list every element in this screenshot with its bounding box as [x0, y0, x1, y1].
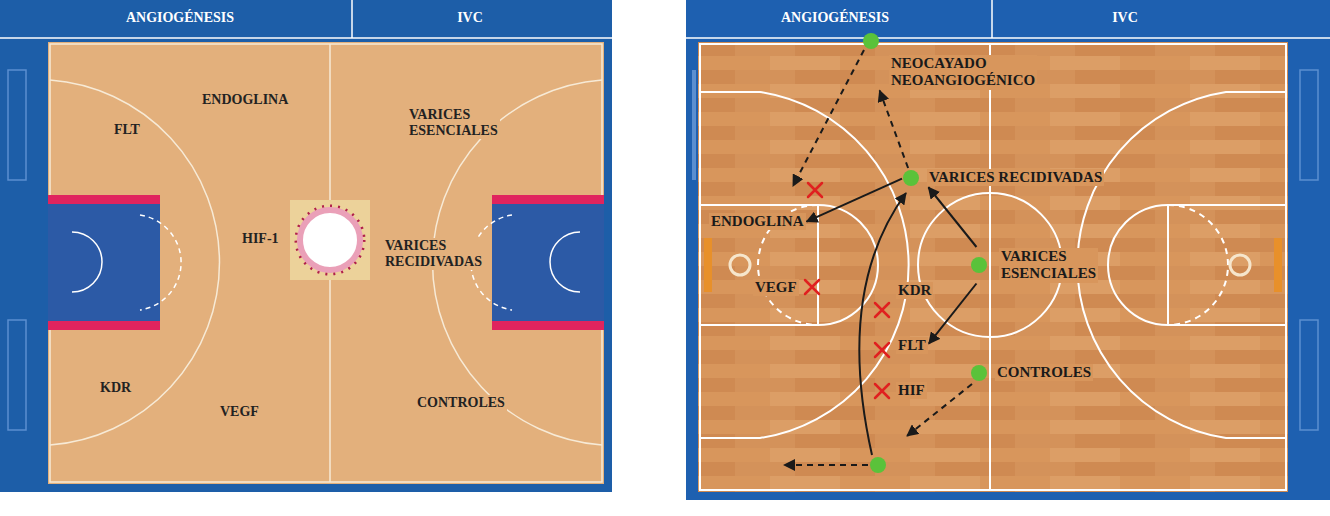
- court-drawing: [991, 0, 993, 38]
- court-drawing: [793, 50, 864, 186]
- court-drawing: [698, 42, 1288, 492]
- player-label: KDR: [896, 282, 933, 299]
- factor-marker: KDR: [895, 281, 934, 300]
- court-label: KDR: [98, 380, 133, 396]
- court-drawing: [730, 255, 750, 275]
- court-drawing: [808, 183, 822, 197]
- court-drawing: [48, 321, 160, 330]
- court-drawing: [1300, 70, 1318, 180]
- court-label: VARICES ESENCIALES: [407, 107, 500, 139]
- court-drawing: [296, 206, 364, 274]
- header-title: IVC: [457, 10, 483, 26]
- player-marker: VARICES RECIDIVADAS: [902, 168, 1105, 187]
- player-label: HIF: [896, 382, 927, 399]
- header-title: IVC: [1112, 10, 1138, 26]
- player-label: VARICES RECIDIVADAS: [927, 169, 1104, 186]
- court-drawing: [704, 238, 712, 292]
- court-drawing: [48, 42, 604, 484]
- header-title: ANGIOGÉNESIS: [781, 10, 889, 26]
- court-label: CONTROLES: [415, 395, 507, 411]
- court-drawing: [492, 321, 604, 330]
- player-label: ENDOGLINA: [709, 213, 806, 230]
- court-drawing: [1300, 320, 1318, 430]
- court-drawing: [550, 232, 580, 292]
- court-drawing: [1274, 238, 1282, 292]
- court-label: VARICES RECIDIVADAS: [383, 238, 484, 270]
- court-drawing: [290, 200, 370, 280]
- court-drawing: [818, 205, 878, 325]
- court-drawing: [8, 70, 26, 180]
- player-label: CONTROLES: [995, 364, 1093, 381]
- court-drawing: [700, 92, 909, 438]
- court-drawing: [692, 70, 696, 180]
- factor-marker: HIF: [895, 381, 928, 400]
- court-drawing: [700, 44, 1286, 490]
- court-drawing: [989, 44, 991, 490]
- court-drawing: [1077, 92, 1286, 438]
- player-label: VEGF: [753, 279, 799, 296]
- factor-marker: VEGF: [752, 278, 800, 297]
- court-drawing: [72, 232, 102, 292]
- player-dot: [971, 365, 987, 381]
- court-label: HIF-1: [240, 231, 281, 247]
- factor-marker: ENDOGLINA: [708, 212, 807, 231]
- court-label: VEGF: [218, 404, 261, 420]
- court-drawing: [784, 464, 868, 466]
- court-drawing: [686, 37, 1330, 39]
- player-dot: [863, 33, 879, 49]
- court-drawing: [0, 0, 612, 492]
- court-drawing: [1230, 255, 1250, 275]
- factor-marker: FLT: [895, 336, 929, 355]
- court-drawing: [784, 50, 972, 465]
- court-drawing: [351, 0, 353, 38]
- player-marker: NEOCAYADO NEOANGIOGÉNICO: [862, 32, 1038, 91]
- court-label: ENDOGLINA: [200, 92, 290, 108]
- court-drawing: [875, 384, 889, 398]
- court-drawing: [875, 303, 889, 317]
- court-drawing: [300, 210, 360, 270]
- court-drawing: [1168, 205, 1286, 325]
- court-drawing: [805, 280, 819, 294]
- court-label: FLT: [112, 122, 142, 138]
- play-arrow: [807, 179, 902, 222]
- court-drawing: [308, 218, 352, 262]
- court-drawing: [686, 0, 1330, 500]
- court-drawing: [0, 37, 612, 39]
- player-label: NEOCAYADO NEOANGIOGÉNICO: [889, 55, 1037, 90]
- player-dot: [971, 257, 987, 273]
- play-arrow: [880, 91, 908, 169]
- player-marker: CONTROLES: [970, 363, 1094, 382]
- player-dot: [903, 170, 919, 186]
- court-drawing: [1108, 205, 1168, 325]
- court-drawing: [48, 195, 160, 204]
- court-drawing: [1168, 205, 1228, 325]
- court-drawing: [700, 205, 818, 325]
- court-drawing: [140, 215, 181, 310]
- court-drawing: [859, 193, 906, 455]
- player-marker: VARICES ESENCIALES: [970, 247, 1099, 284]
- court-drawing: [875, 343, 889, 357]
- player-label: FLT: [896, 337, 928, 354]
- header-title: ANGIOGÉNESIS: [126, 10, 234, 26]
- court-drawing: [870, 457, 886, 473]
- court-drawing: [700, 44, 1286, 490]
- court-drawing: [8, 320, 26, 430]
- court-drawing: [805, 183, 889, 398]
- court-drawing: [492, 195, 604, 204]
- player-label: VARICES ESENCIALES: [999, 248, 1098, 283]
- play-arrow: [929, 284, 977, 344]
- play-arrow: [928, 187, 976, 247]
